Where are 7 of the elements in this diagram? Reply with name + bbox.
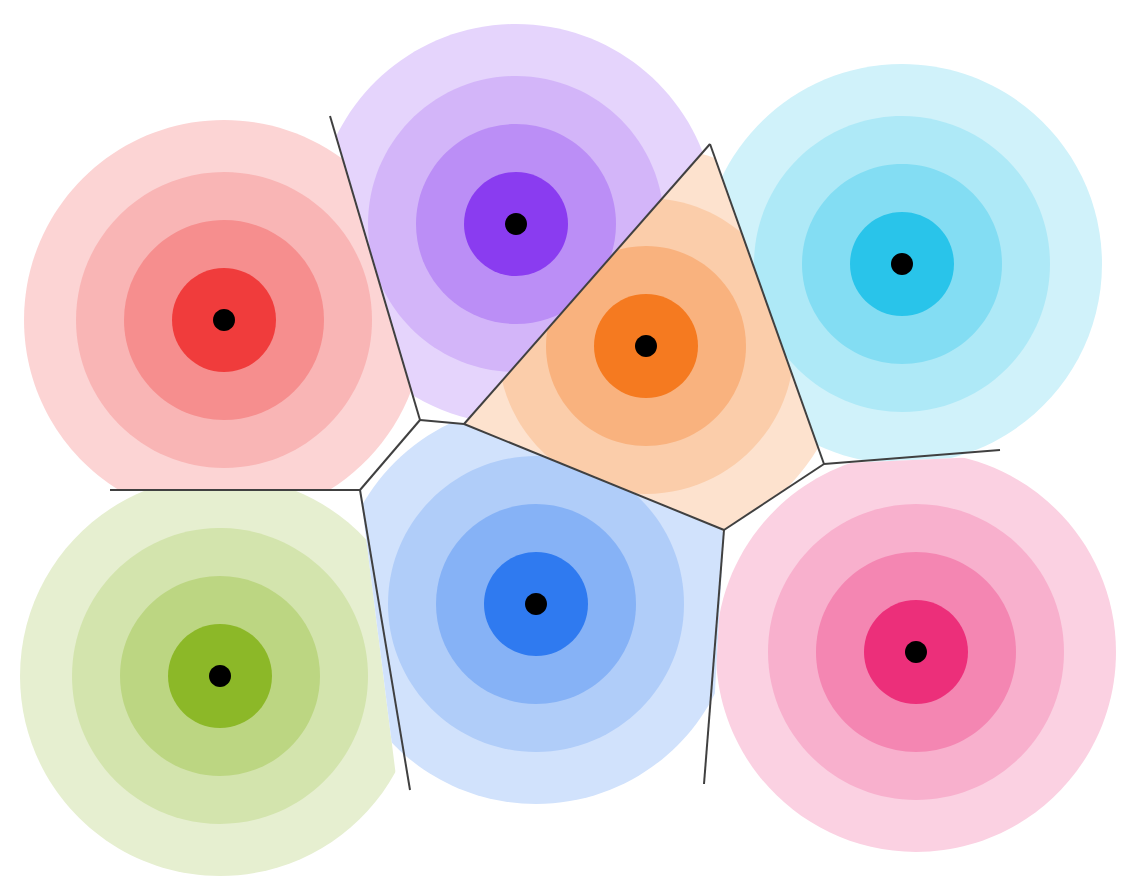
site-dot bbox=[891, 253, 913, 275]
site-dot bbox=[525, 593, 547, 615]
site-dot bbox=[635, 335, 657, 357]
site-dot bbox=[905, 641, 927, 663]
site-dot bbox=[209, 665, 231, 687]
site-dot bbox=[505, 213, 527, 235]
site-dot bbox=[213, 309, 235, 331]
